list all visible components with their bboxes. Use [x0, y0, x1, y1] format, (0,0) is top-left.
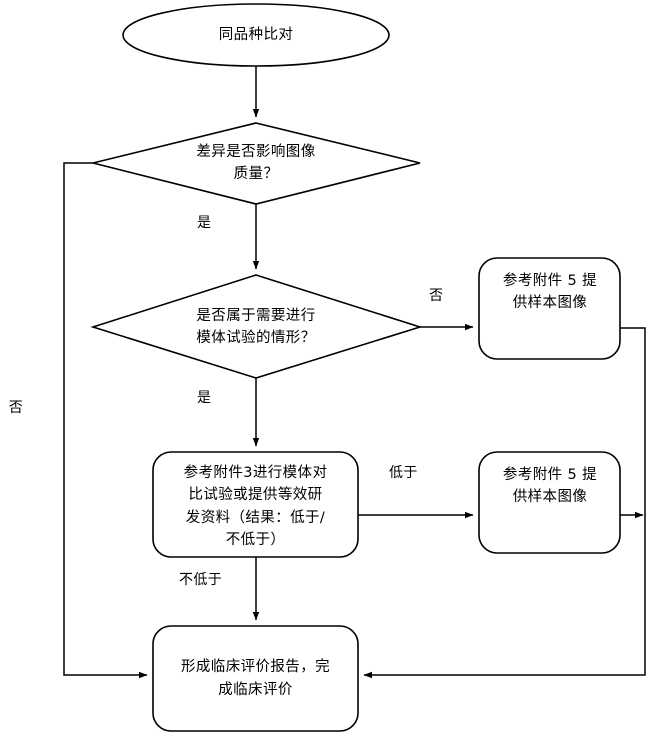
edge-label-not-lower-than: 不低于 [179, 572, 223, 588]
node-process-phantom-shape [152, 451, 359, 558]
edge-label-lower-than: 低于 [389, 465, 418, 481]
edge-label-no-right: 否 [429, 288, 444, 304]
node-process-sample-mid-shape [478, 451, 621, 554]
edge-sample-top-to-report [363, 327, 646, 679]
edge-label-no-left: 否 [8, 400, 24, 416]
node-start-shape [122, 3, 390, 67]
edge-decision1-no-to-report [63, 162, 148, 679]
node-process-sample-top-shape [478, 257, 621, 360]
node-process-report-shape [152, 625, 359, 732]
node-decision-phantom-test-shape [90, 274, 423, 379]
edge-label-yes-first: 是 [197, 215, 212, 231]
node-decision-image-quality-shape [92, 122, 421, 205]
edge-label-yes-second: 是 [197, 390, 212, 406]
